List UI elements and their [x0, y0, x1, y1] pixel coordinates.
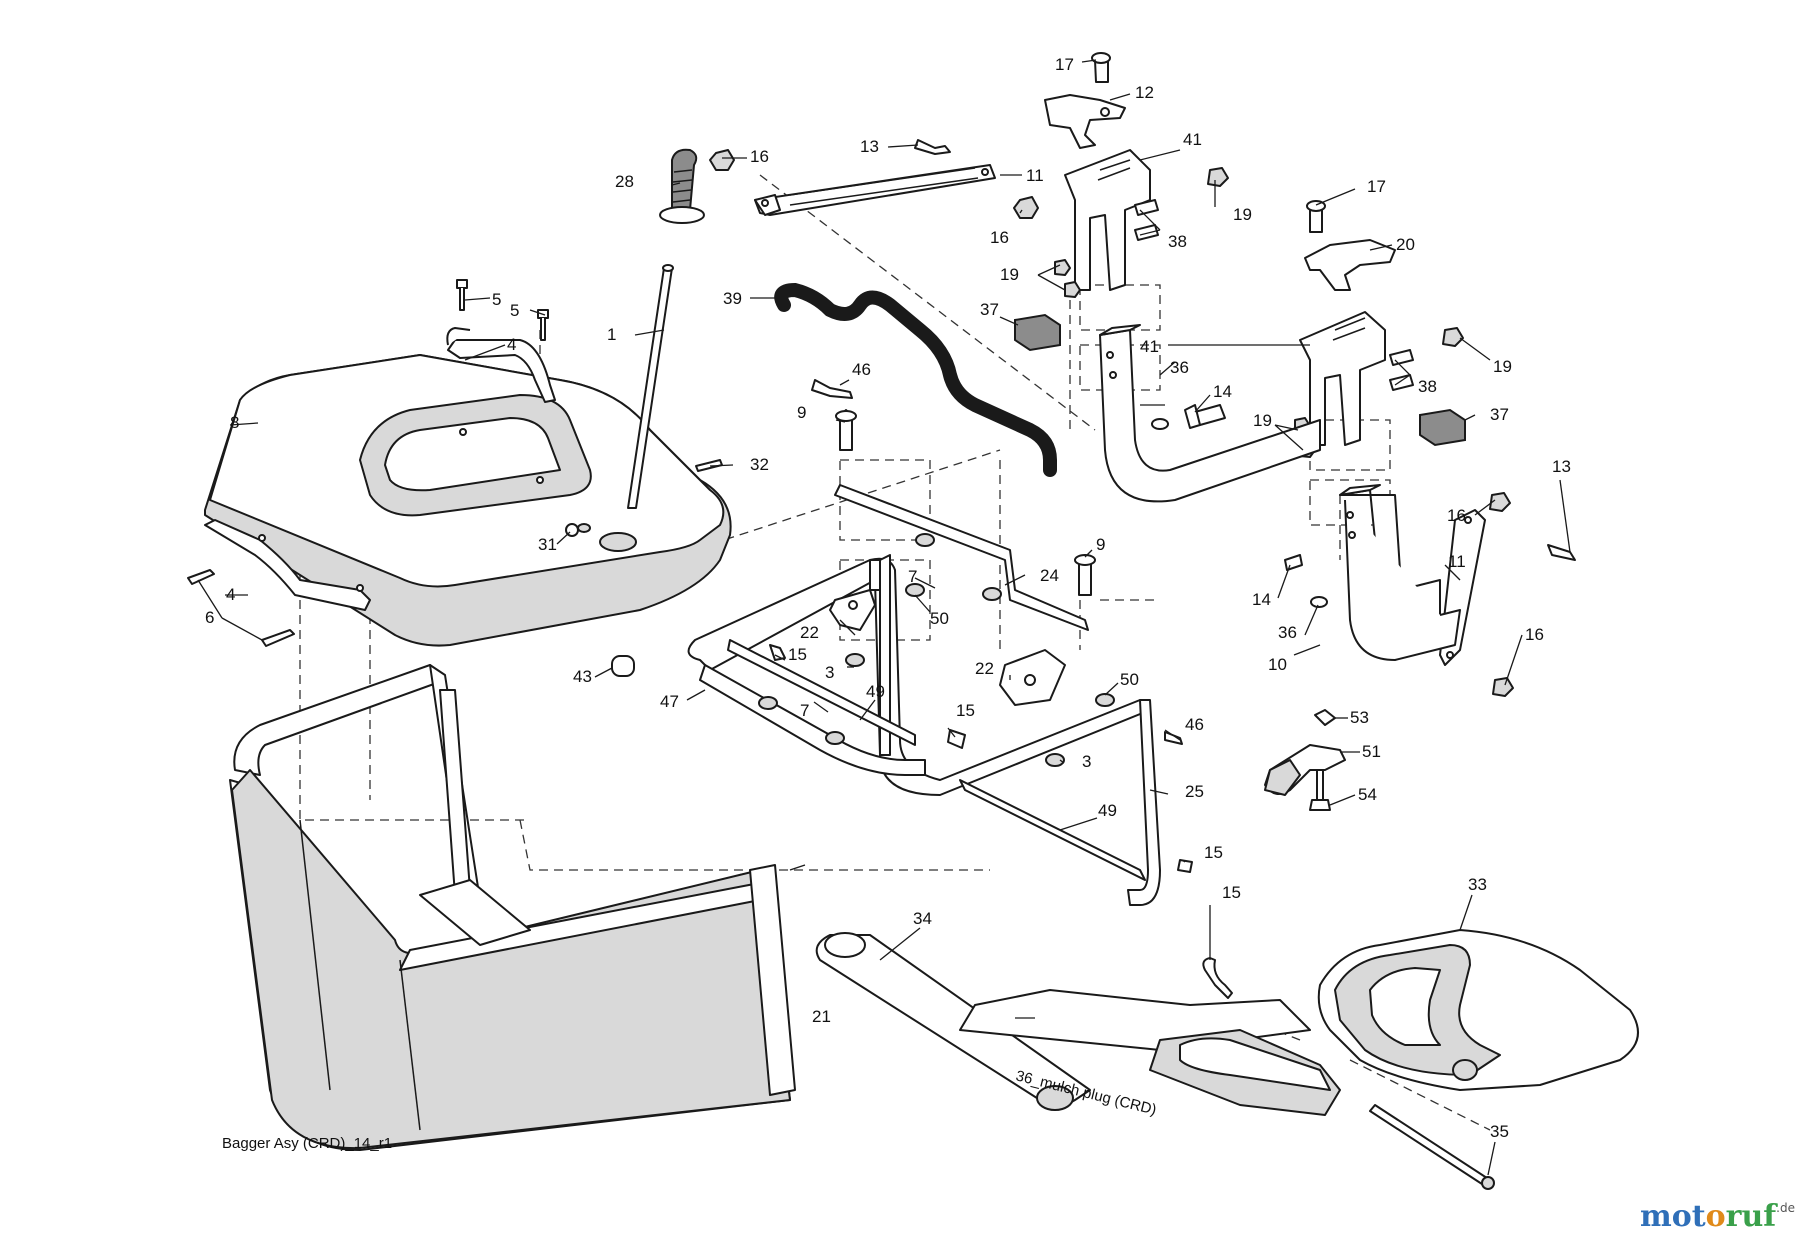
- callout-5: 5: [492, 290, 501, 309]
- svg-text:motoruf.de: motoruf.de: [1640, 1199, 1795, 1234]
- bag-basket: [229, 664, 796, 1151]
- callout-17: 17: [1055, 55, 1074, 74]
- callout-50: 50: [1120, 670, 1139, 689]
- callout-14: 14: [1252, 590, 1271, 609]
- callout-4: 4: [507, 335, 516, 354]
- callout-15: 15: [1204, 843, 1223, 862]
- callout-16: 16: [750, 147, 769, 166]
- frame-hardware: [577, 379, 1193, 873]
- callout-35: 35: [1490, 1122, 1509, 1141]
- callout-5: 5: [510, 301, 519, 320]
- callout-46: 46: [852, 360, 871, 379]
- callout-22: 22: [975, 659, 994, 678]
- callout-54: 54: [1358, 785, 1377, 804]
- callout-19: 19: [1253, 411, 1272, 430]
- callout-28: 28: [615, 172, 634, 191]
- callout-19: 19: [1000, 265, 1019, 284]
- callout-10: 10: [1268, 655, 1287, 674]
- callout-3: 3: [1082, 752, 1091, 771]
- callout-38: 38: [1418, 377, 1437, 396]
- watermark-part-c: ruf: [1726, 1199, 1779, 1234]
- callout-20: 20: [1396, 235, 1415, 254]
- callout-1: 1: [607, 325, 616, 344]
- callout-33: 33: [1468, 875, 1487, 894]
- watermark-logo: motoruf.de: [1640, 1199, 1795, 1234]
- bag-frame: [687, 484, 1161, 906]
- frame-brackets: [829, 589, 1066, 706]
- callout-7: 7: [800, 701, 809, 720]
- callout-36: 36: [1170, 358, 1189, 377]
- bag-lid: [204, 354, 732, 647]
- callout-41: 41: [1183, 130, 1202, 149]
- callout-17: 17: [1367, 177, 1386, 196]
- callout-36: 36: [1278, 623, 1297, 642]
- callout-14: 14: [1213, 382, 1232, 401]
- callout-37: 37: [1490, 405, 1509, 424]
- callout-15: 15: [788, 645, 807, 664]
- callout-9: 9: [1096, 535, 1105, 554]
- callout-34: 34: [913, 909, 932, 928]
- callout-21: 21: [812, 1007, 831, 1026]
- lift-rod: [565, 148, 723, 537]
- callout-39: 39: [723, 289, 742, 308]
- callout-11: 11: [1026, 166, 1044, 185]
- callout-16: 16: [990, 228, 1009, 247]
- callout-22: 22: [800, 623, 819, 642]
- callout-13: 13: [1552, 457, 1571, 476]
- watermark-part-a: mot: [1640, 1199, 1706, 1234]
- watermark-suffix: .de: [1776, 1201, 1795, 1215]
- callout-50: 50: [930, 609, 949, 628]
- callout-6: 6: [205, 608, 214, 627]
- callout-labels: 1 3 3 4 4 5 5 6 7 7 8 9 9 10 11 11 12 13…: [205, 55, 1571, 1141]
- mount-brackets: [709, 52, 1576, 697]
- rubber-strap: [774, 282, 1057, 477]
- callout-7: 7: [908, 567, 917, 586]
- callout-41: 41: [1140, 337, 1159, 356]
- callout-25: 25: [1185, 782, 1204, 801]
- callout-4: 4: [226, 585, 235, 604]
- callout-15: 15: [1222, 883, 1241, 902]
- callout-16: 16: [1447, 506, 1466, 525]
- callout-19: 19: [1493, 357, 1512, 376]
- callout-13: 13: [860, 137, 879, 156]
- callout-49: 49: [1098, 801, 1117, 820]
- callout-43: 43: [573, 667, 592, 686]
- lid-handles: [204, 327, 556, 611]
- callout-8: 8: [230, 413, 239, 432]
- callout-32: 32: [750, 455, 769, 474]
- callout-53: 53: [1350, 708, 1369, 727]
- mulch-plug: [815, 929, 1639, 1190]
- callout-24: 24: [1040, 566, 1059, 585]
- callout-11: 11: [1448, 552, 1466, 571]
- bag-mount-arms: [1099, 324, 1461, 661]
- callout-9: 9: [797, 403, 806, 422]
- callout-3: 3: [825, 663, 834, 682]
- callout-37: 37: [980, 300, 999, 319]
- callout-15: 15: [956, 701, 975, 720]
- diagram-caption: Bagger Asy (CRD)_14_r1: [222, 1135, 392, 1152]
- latch-assembly: [1264, 709, 1346, 811]
- callout-47: 47: [660, 692, 679, 711]
- callout-19: 19: [1233, 205, 1252, 224]
- callout-31: 31: [538, 535, 557, 554]
- callout-38: 38: [1168, 232, 1187, 251]
- watermark-part-b: o: [1706, 1199, 1726, 1234]
- callout-16: 16: [1525, 625, 1544, 644]
- callout-49: 49: [866, 682, 885, 701]
- callout-51: 51: [1362, 742, 1381, 761]
- callout-leaders: [197, 59, 1571, 1176]
- callout-46: 46: [1185, 715, 1204, 734]
- callout-12: 12: [1135, 83, 1154, 102]
